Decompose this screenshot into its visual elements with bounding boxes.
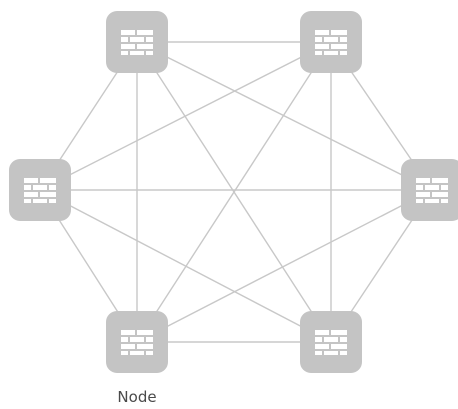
firewall-icon [121,30,153,55]
node-bottom-right[interactable] [300,311,362,373]
edge-top-left-right [136,41,433,191]
node-bottom-left[interactable] [106,311,168,373]
firewall-icon [416,178,448,203]
node-top-right[interactable] [300,11,362,73]
edge-top-right-left [39,41,332,191]
firewall-icon [121,330,153,355]
edge-top-right-bottom-left [136,41,332,343]
node-right[interactable] [401,159,458,221]
edge-layer [39,41,433,343]
firewall-icon [24,178,56,203]
edge-right-bottom-left [136,189,433,343]
node-layer [9,11,458,373]
node-left[interactable] [9,159,71,221]
node-label: Node [117,388,156,406]
firewall-icon [315,30,347,55]
firewall-icon [315,330,347,355]
node-top-left[interactable] [106,11,168,73]
edge-left-bottom-right [39,189,332,343]
